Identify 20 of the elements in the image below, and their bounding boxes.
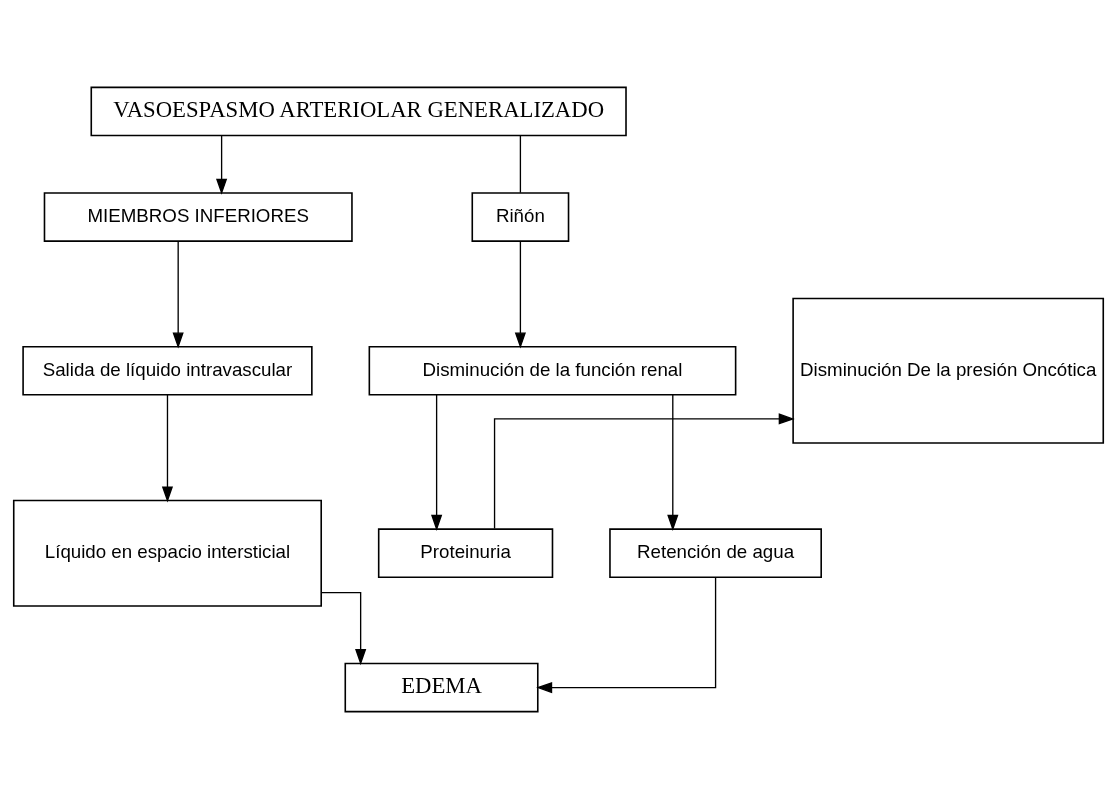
arrow: [514, 240, 527, 349]
arrow: [493, 412, 795, 529]
arrow: [172, 240, 184, 349]
node-box: VASOESPASMO ARTERIOLAR GENERALIZADO: [90, 86, 627, 136]
node-box: EDEMA: [344, 662, 539, 712]
node-box: MIEMBROS INFERIORES: [43, 191, 353, 242]
arrow: [536, 576, 717, 693]
arrow: [320, 591, 367, 665]
node-box: Riñón: [471, 191, 570, 242]
node-box: Proteinuria: [377, 527, 554, 578]
arrow: [667, 393, 679, 531]
node-box: Retención de agua: [609, 527, 822, 578]
connector: [519, 134, 522, 193]
node-box: Líquido en espacio intersticial: [12, 499, 322, 607]
arrow: [431, 393, 443, 531]
node-box: Disminución De la presión Oncótica: [792, 297, 1105, 444]
arrow: [216, 134, 228, 195]
node-box: Disminución de la función renal: [368, 345, 737, 396]
node-box: Salida de líquido intravascular: [22, 345, 313, 396]
arrow: [161, 393, 174, 502]
